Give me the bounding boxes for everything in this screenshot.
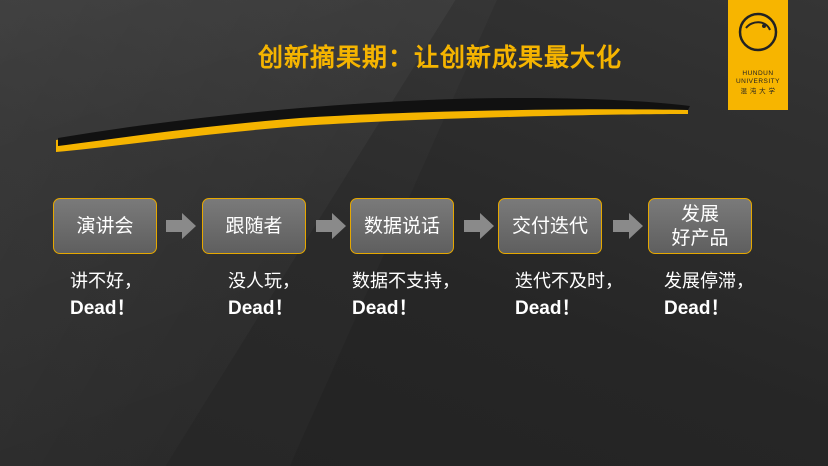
step-box-5-line1: 发展: [680, 203, 719, 225]
step-caption-1: 讲不好， Dead！: [70, 268, 142, 322]
logo-text-line3: 混 沌 大 学: [740, 88, 776, 95]
hundun-logo: HUNDUN UNIVERSITY 混 沌 大 学: [728, 0, 788, 110]
step-box-3: 数据说话: [350, 198, 454, 254]
step-caption-5: 发展停滞， Dead！: [664, 268, 754, 322]
dead-label: Dead！: [228, 298, 294, 319]
right-arrow-icon: [464, 213, 494, 239]
right-arrow-icon: [613, 213, 643, 239]
step-caption-text: 迭代不及时，: [515, 271, 623, 292]
step-caption-2: 没人玩， Dead！: [228, 268, 300, 322]
dead-label: Dead！: [352, 298, 418, 319]
dead-label: Dead！: [664, 298, 730, 319]
step-box-4: 交付迭代: [498, 198, 602, 254]
logo-text-line1: HUNDUN: [742, 70, 774, 77]
dead-label: Dead！: [515, 298, 581, 319]
step-box-5: 发展 好产品: [648, 198, 752, 254]
right-arrow-icon: [316, 213, 346, 239]
step-box-5-line2: 好产品: [671, 227, 729, 249]
step-caption-3: 数据不支持， Dead！: [352, 268, 460, 322]
step-caption-4: 迭代不及时， Dead！: [515, 268, 623, 322]
logo-circle-icon: [738, 12, 778, 52]
step-caption-text: 发展停滞，: [664, 271, 754, 292]
logo-text-line2: UNIVERSITY: [735, 78, 780, 85]
step-box-2: 跟随者: [202, 198, 306, 254]
slide-title: 创新摘果期：让创新成果最大化: [258, 43, 623, 72]
step-box-1: 演讲会: [53, 198, 157, 254]
step-caption-text: 讲不好，: [70, 271, 142, 292]
step-caption-text: 没人玩，: [228, 271, 300, 292]
dead-label: Dead！: [70, 298, 136, 319]
step-caption-text: 数据不支持，: [352, 271, 460, 292]
right-arrow-icon: [166, 213, 196, 239]
